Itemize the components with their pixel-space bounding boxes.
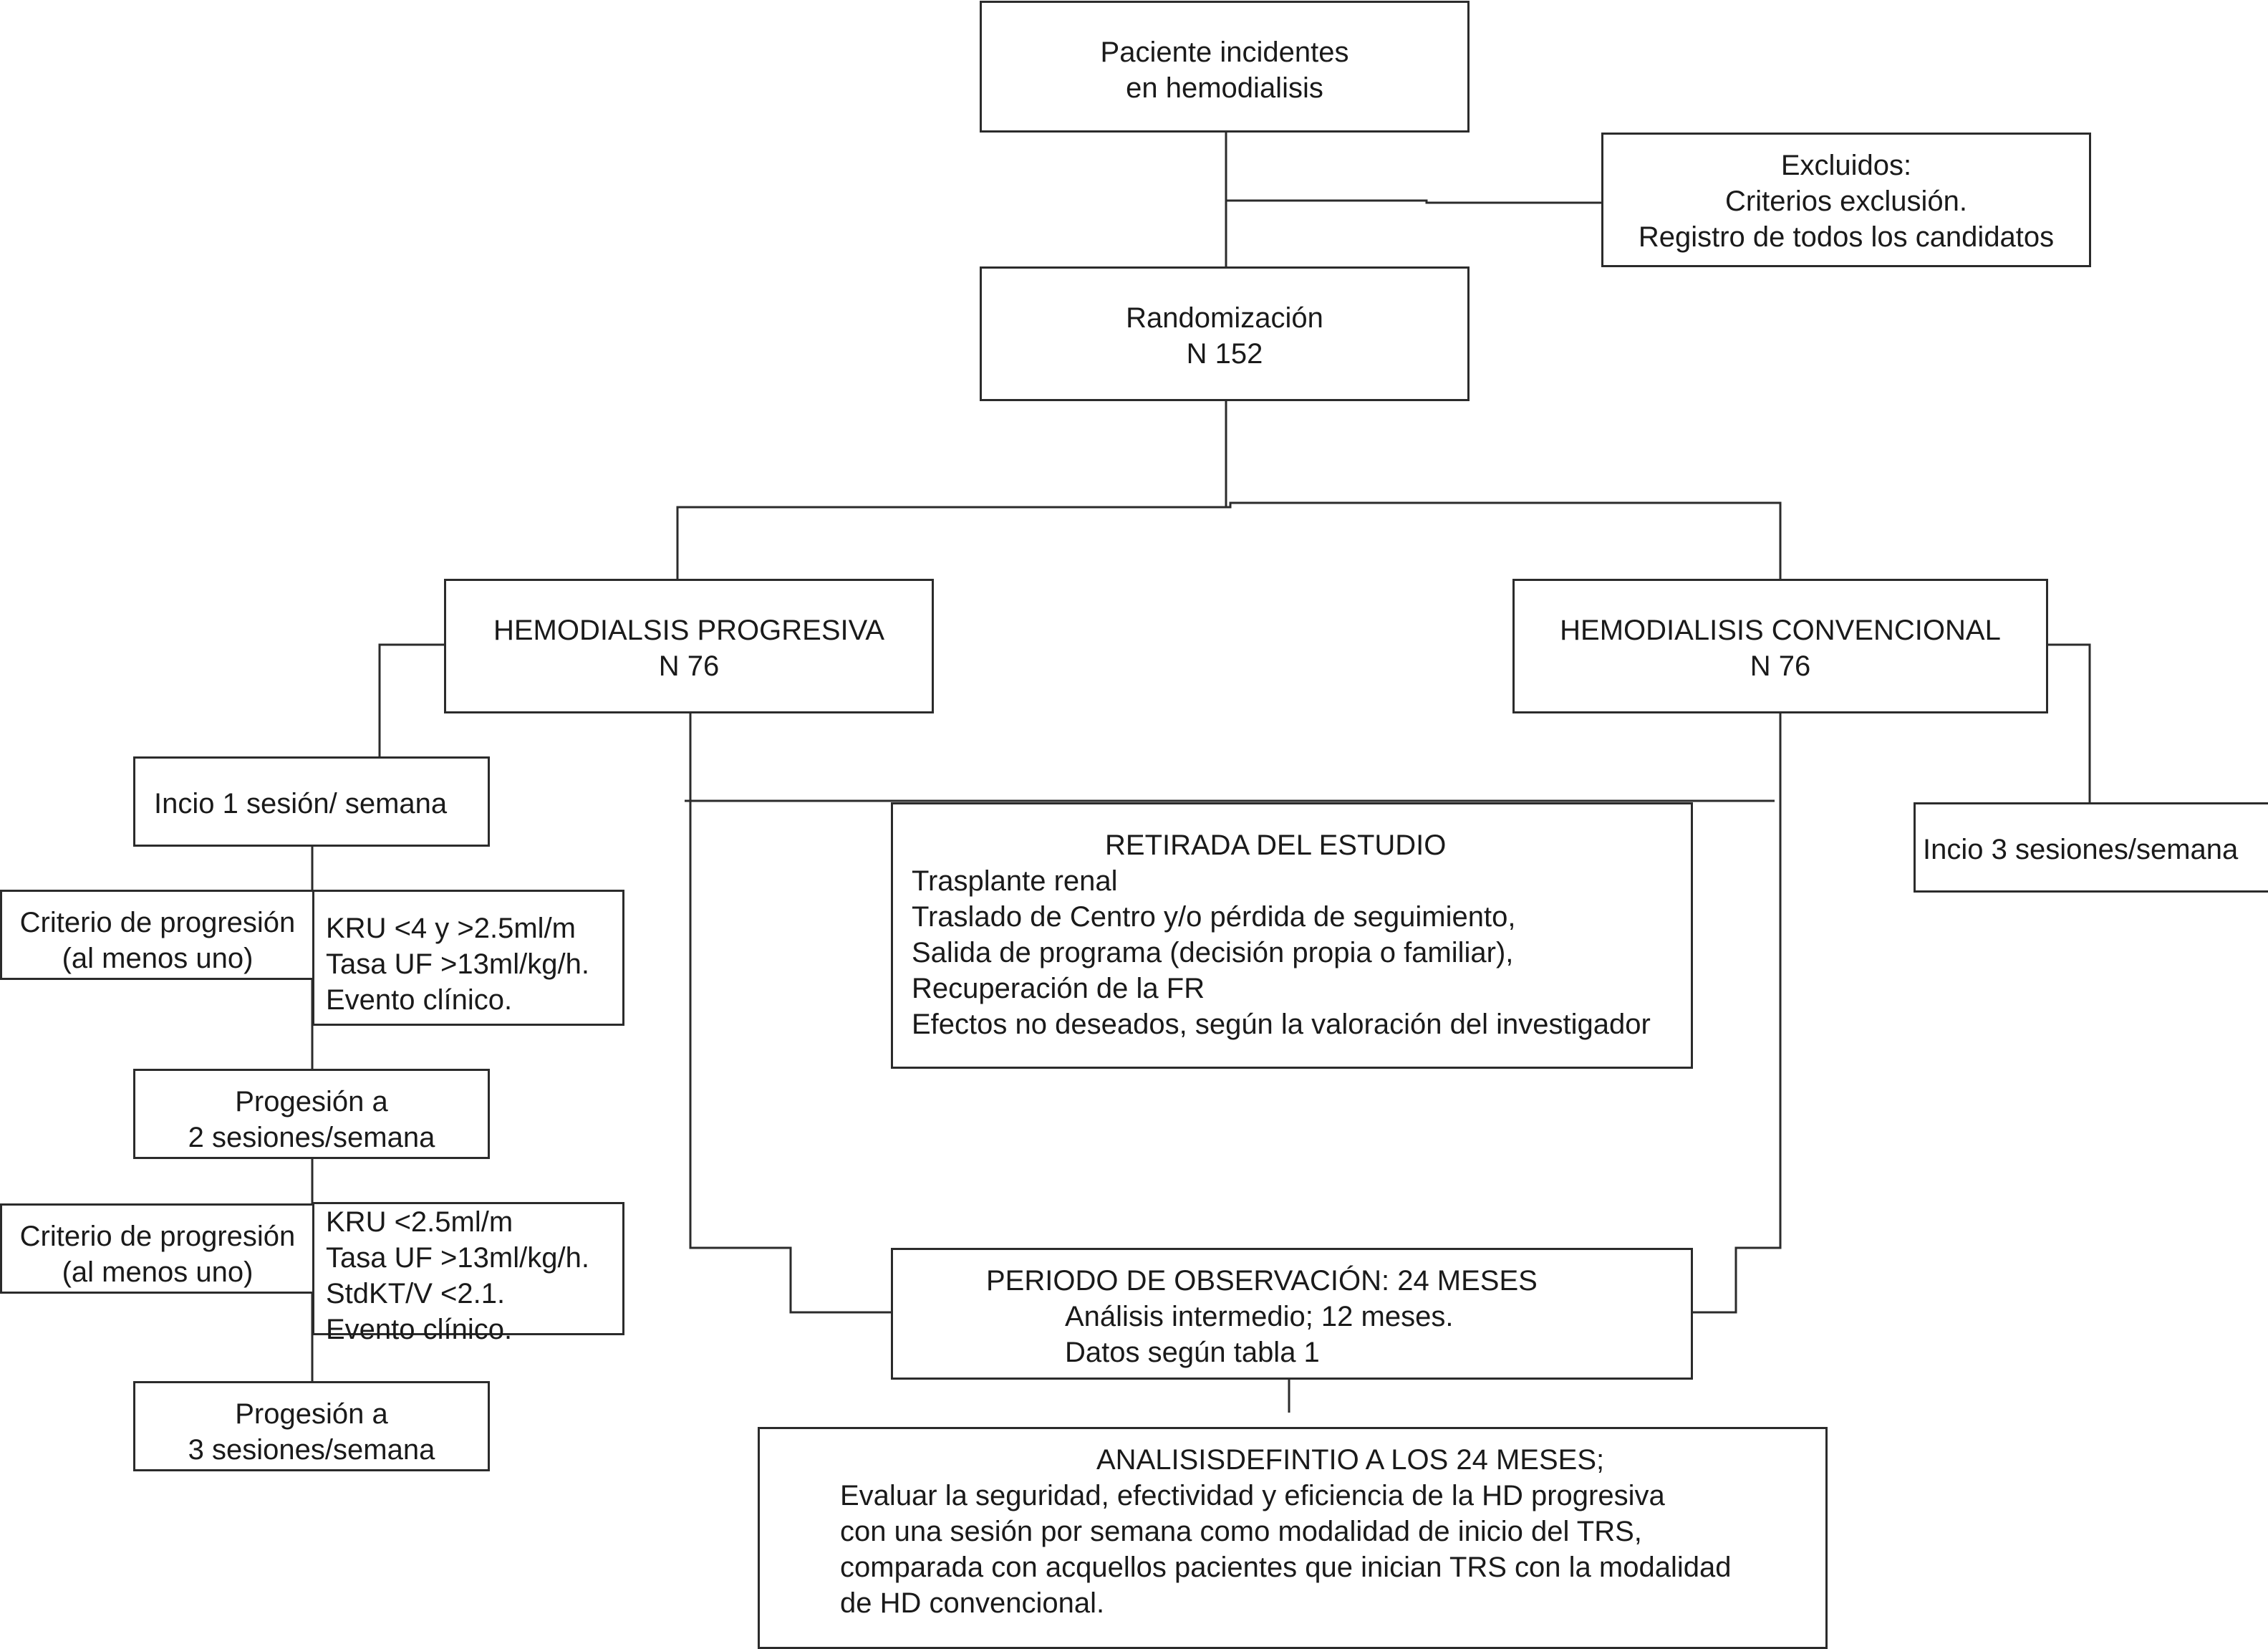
conventional-line-2: N 76 xyxy=(1750,650,1811,682)
withdrawal-item: Efectos no deseados, según la valoración… xyxy=(912,1009,1651,1040)
criterion-one-list-box: KRU <4 y >2.5ml/m Tasa UF >13ml/kg/h. Ev… xyxy=(312,890,624,1026)
progression-criterion-two-box: Criterio de progresión (al menos uno) xyxy=(0,1203,315,1294)
criterion-two-item: StdKT/V <2.1. xyxy=(326,1278,506,1309)
withdrawal-item: Traslado de Centro y/o pérdida de seguim… xyxy=(912,901,1516,933)
progression-three-line-2: 3 sesiones/semana xyxy=(188,1434,435,1466)
connector-to-excluded xyxy=(1226,199,1601,204)
randomization-box: Randomización N 152 xyxy=(980,266,1470,401)
observation-item: Análisis intermedio; 12 meses. xyxy=(1065,1301,1454,1332)
conventional-line-1: HEMODIALISIS CONVENCIONAL xyxy=(1560,615,2001,646)
excluded-box: Excluidos: Criterios exclusión. Registro… xyxy=(1601,133,2091,267)
criterion-two-item: KRU <2.5ml/m xyxy=(326,1206,513,1238)
criterion-one-line-1: Criterio de progresión xyxy=(19,907,296,938)
connector-randomization-split xyxy=(1225,401,1782,579)
final-analysis-title: ANALISISDEFINTIO A LOS 24 MESES; xyxy=(1096,1444,1605,1476)
progressive-line-1: HEMODIALSIS PROGRESIVA xyxy=(493,615,885,646)
criterion-two-line-1: Criterio de progresión xyxy=(19,1221,296,1252)
final-analysis-line: de HD convencional. xyxy=(840,1587,1105,1619)
withdrawal-item: Recuperación de la FR xyxy=(912,973,1205,1004)
observation-title: PERIODO DE OBSERVACIÓN: 24 MESES xyxy=(986,1265,1538,1297)
conventional-arm-box: HEMODIALISIS CONVENCIONAL N 76 xyxy=(1512,579,2048,713)
start-one-session-box: Incio 1 sesión/ semana xyxy=(133,756,490,847)
progressive-arm-box: HEMODIALSIS PROGRESIVA N 76 xyxy=(444,579,934,713)
excluded-line-3: Registro de todos los candidatos xyxy=(1638,221,2055,253)
start-three-sessions-box: Incio 3 sesiones/semana xyxy=(1914,802,2268,893)
final-analysis-box: ANALISISDEFINTIO A LOS 24 MESES; Evaluar… xyxy=(758,1427,1828,1649)
start-one-session-label: Incio 1 sesión/ semana xyxy=(154,788,448,819)
final-analysis-line: Evaluar la seguridad, efectividad y efic… xyxy=(840,1480,1665,1511)
criterion-two-line-2: (al menos uno) xyxy=(62,1256,254,1288)
withdrawal-title: RETIRADA DEL ESTUDIO xyxy=(1105,830,1447,861)
withdrawal-item: Salida de programa (decisión propia o fa… xyxy=(912,937,1514,968)
progression-three-sessions-box: Progesión a 3 sesiones/semana xyxy=(133,1381,490,1471)
connector-split-progressive xyxy=(676,506,1226,579)
withdrawal-item: Trasplante renal xyxy=(912,865,1118,897)
randomization-line-2: N 152 xyxy=(1186,338,1263,370)
connector-conventional-observation xyxy=(1693,713,1782,1314)
progression-three-line-1: Progesión a xyxy=(235,1398,388,1430)
start-three-sessions-label: Incio 3 sesiones/semana xyxy=(1923,834,2239,865)
criterion-two-item: Tasa UF >13ml/kg/h. xyxy=(326,1242,589,1274)
criterion-one-item: KRU <4 y >2.5ml/m xyxy=(326,913,576,944)
progressive-line-2: N 76 xyxy=(658,650,720,682)
observation-period-box: PERIODO DE OBSERVACIÓN: 24 MESES Análisi… xyxy=(891,1248,1693,1380)
criterion-one-line-2: (al menos uno) xyxy=(62,943,254,974)
criterion-one-item: Tasa UF >13ml/kg/h. xyxy=(326,948,589,980)
final-analysis-line: con una sesión por semana como modalidad… xyxy=(840,1516,1642,1547)
criterion-two-item: Evento clínico. xyxy=(326,1314,513,1345)
excluded-line-2: Criterios exclusión. xyxy=(1725,186,1967,217)
connector-progressive-start1 xyxy=(378,643,444,756)
connector-conventional-start3 xyxy=(2048,643,2091,802)
progression-criterion-one-box: Criterio de progresión (al menos uno) xyxy=(0,890,315,980)
progression-two-line-2: 2 sesiones/semana xyxy=(188,1122,435,1153)
criterion-two-list-box: KRU <2.5ml/m Tasa UF >13ml/kg/h. StdKT/V… xyxy=(312,1202,624,1345)
patients-line-2: en hemodialisis xyxy=(1126,72,1323,104)
criterion-one-item: Evento clínico. xyxy=(326,984,513,1016)
patients-box: Paciente incidentes en hemodialisis xyxy=(980,1,1470,133)
patients-line-1: Paciente incidentes xyxy=(1100,37,1349,68)
excluded-line-1: Excluidos: xyxy=(1780,150,1912,181)
connector-progressive-observation xyxy=(689,713,891,1314)
final-analysis-line: comparada con acquellos pacientes que in… xyxy=(840,1552,1732,1583)
progression-two-sessions-box: Progesión a 2 sesiones/semana xyxy=(133,1069,490,1159)
observation-item: Datos según tabla 1 xyxy=(1065,1337,1320,1368)
randomization-line-1: Randomización xyxy=(1126,302,1323,334)
withdrawal-box: RETIRADA DEL ESTUDIO Trasplante renal Tr… xyxy=(891,802,1693,1069)
progression-two-line-1: Progesión a xyxy=(235,1086,388,1117)
